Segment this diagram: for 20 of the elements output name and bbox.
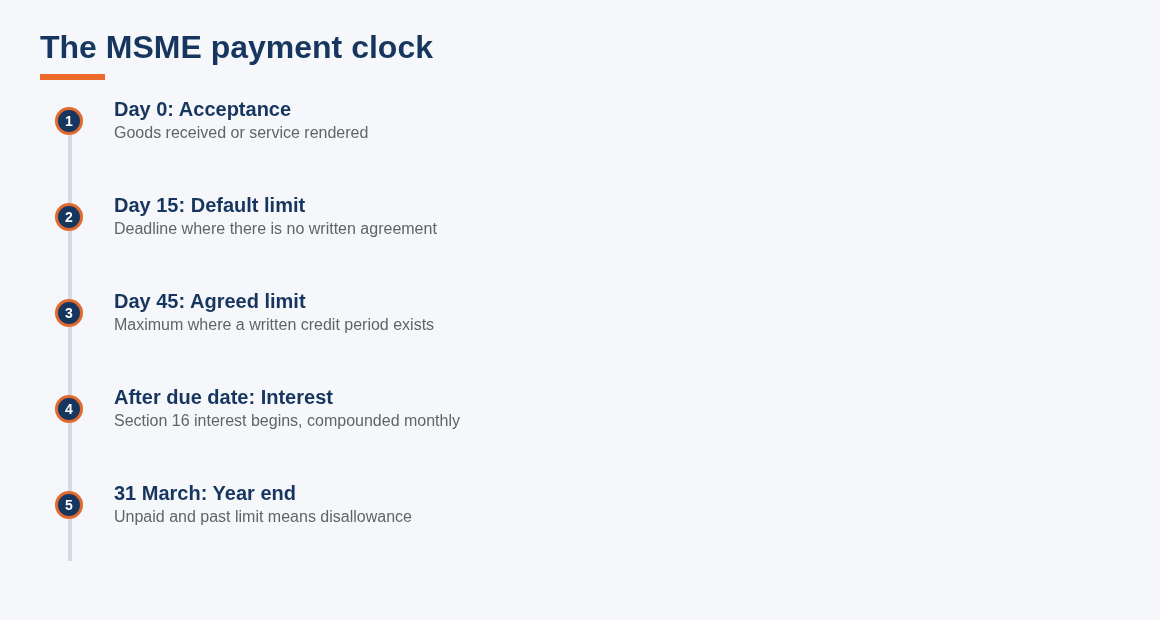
step-description: Section 16 interest begins, compounded monthly — [114, 411, 460, 431]
step-number-marker: 3 — [55, 299, 83, 327]
step-description: Unpaid and past limit means disallowance — [114, 507, 412, 527]
step-number-marker: 2 — [55, 203, 83, 231]
timeline-connector — [68, 327, 72, 395]
diagram-title: The MSME payment clock — [40, 29, 433, 65]
step-heading: Day 15: Default limit — [114, 193, 306, 217]
timeline-connector — [68, 135, 72, 203]
timeline-connector — [68, 423, 72, 491]
step-description: Goods received or service rendered — [114, 123, 369, 143]
timeline-connector — [68, 231, 72, 299]
step-heading: 31 March: Year end — [114, 481, 296, 505]
step-number-marker: 4 — [55, 395, 83, 423]
step-heading: After due date: Interest — [114, 385, 333, 409]
step-number-marker: 1 — [55, 107, 83, 135]
step-heading: Day 0: Acceptance — [114, 97, 292, 121]
step-number-marker: 5 — [55, 491, 83, 519]
step-description: Deadline where there is no written agreement — [114, 219, 437, 239]
step-heading: Day 45: Agreed limit — [114, 289, 306, 313]
step-description: Maximum where a written credit period exists — [114, 315, 435, 335]
